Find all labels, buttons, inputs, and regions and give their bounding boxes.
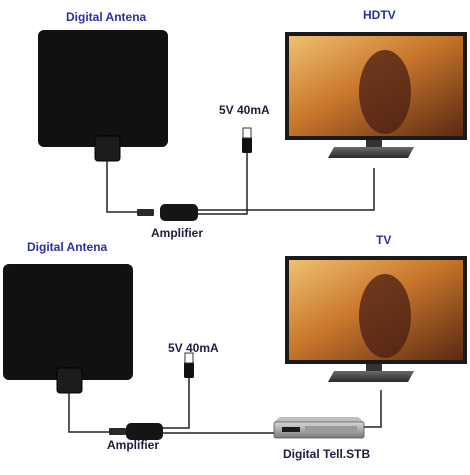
- top-usb-body: [242, 137, 252, 153]
- stb-label: Digital Tell.STB: [283, 447, 371, 461]
- bottom-tv-cable: [364, 390, 382, 428]
- top-amplifier-plug: [137, 209, 154, 216]
- bottom-power-cable: [162, 378, 190, 429]
- top-usb-tip: [242, 127, 252, 139]
- top-power-label: 5V 40mA: [219, 103, 270, 117]
- top-setup: [38, 30, 467, 221]
- top-power-cable: [197, 152, 248, 215]
- top-tv-neck: [366, 140, 382, 147]
- bottom-amplifier-plug: [109, 428, 126, 435]
- bottom-tv-label: TV: [376, 233, 392, 247]
- top-antenna-cable: [106, 158, 152, 213]
- bottom-antenna-panel: [3, 264, 133, 380]
- top-amplifier-label: Amplifier: [151, 226, 204, 240]
- top-tv-cable: [197, 168, 375, 211]
- bottom-tv-neck: [366, 364, 382, 371]
- bottom-antenna-cable: [68, 392, 112, 433]
- bottom-amplifier-label: Amplifier: [107, 438, 160, 452]
- top-tv-label: HDTV: [363, 8, 396, 22]
- bottom-setup: [3, 256, 467, 440]
- stb-front-display: [282, 427, 300, 432]
- bottom-usb-tip: [184, 352, 194, 364]
- bottom-power-label: 5V 40mA: [168, 341, 219, 355]
- top-antenna-panel: [38, 30, 168, 147]
- bottom-antenna-label: Digital Antena: [27, 240, 108, 254]
- top-tv-screen-figure: [359, 50, 411, 134]
- top-tv-stand: [328, 147, 414, 158]
- stb-top-face: [274, 417, 364, 422]
- bottom-antenna-connector: [56, 367, 83, 394]
- top-antenna-label: Digital Antena: [66, 10, 147, 24]
- stb-front-panel: [305, 426, 357, 433]
- bottom-usb-body: [184, 362, 194, 378]
- bottom-amplifier-box: [126, 423, 163, 440]
- bottom-tv-stand: [328, 371, 414, 382]
- top-amplifier-box: [160, 204, 198, 221]
- bottom-tv-screen-figure: [359, 274, 411, 358]
- top-antenna-connector: [94, 135, 121, 162]
